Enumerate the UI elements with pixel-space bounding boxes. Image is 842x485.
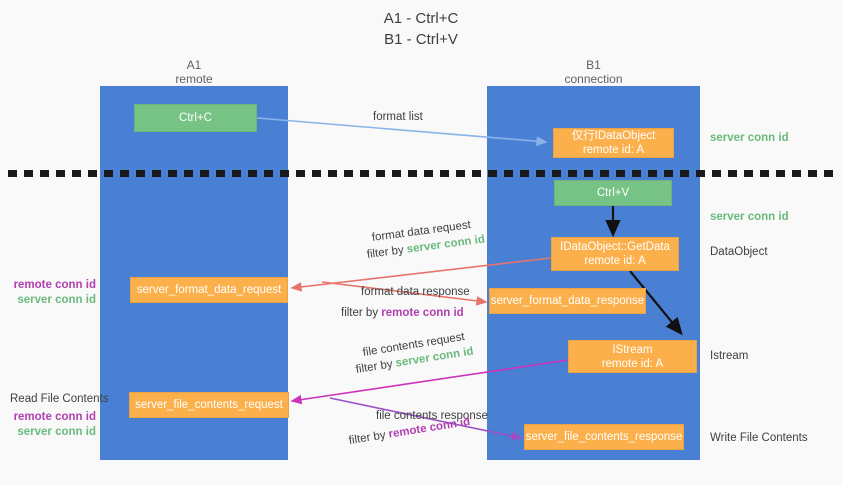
annotation-file-remote-conn-id: remote conn id <box>13 411 96 423</box>
edge-label-format-list: format list <box>373 111 423 123</box>
edge-label-file-contents-response: file contents response <box>376 410 488 422</box>
box-getdata-line2: remote id: A <box>584 255 646 267</box>
box-server-file-contents-request-label: server_file_contents_request <box>135 399 283 411</box>
annotation-file-server-conn-id: server conn id <box>17 426 96 438</box>
box-idataobject[interactable]: 仅行IDataObject remote id: A <box>553 128 674 158</box>
phase-divider <box>8 170 834 177</box>
box-idataobject-line1: 仅行IDataObject <box>571 130 656 142</box>
filter-prefix: filter by <box>354 357 397 376</box>
annotation-server-conn-id-top: server conn id <box>710 132 789 144</box>
annotation-server-conn-id-paste: server conn id <box>710 211 789 223</box>
box-ctrl-v-label: Ctrl+V <box>596 187 630 199</box>
lane-header-b1: B1 connection <box>487 58 700 86</box>
page-title: A1 - Ctrl+C B1 - Ctrl+V <box>0 8 842 50</box>
lane-b1-name: B1 <box>586 58 601 72</box>
filter-prefix: filter by <box>341 307 382 319</box>
lane-b1-role: connection <box>564 72 623 86</box>
box-ctrl-c-label: Ctrl+C <box>179 112 212 124</box>
annotation-file-conn-ids: remote conn id server conn id <box>10 410 96 440</box>
annotation-read-file-contents: Read File Contents <box>10 393 109 405</box>
box-server-format-data-response-label: server_format_data_response <box>490 295 645 307</box>
annotation-format-server-conn-id: server conn id <box>17 294 96 306</box>
annotation-write-file-contents: Write File Contents <box>710 432 808 444</box>
filter-value-remote-conn-id: remote conn id <box>381 307 464 319</box>
annotation-format-conn-ids: remote conn id server conn id <box>10 278 96 308</box>
annotation-dataobject: DataObject <box>710 246 768 258</box>
filter-prefix: filter by <box>366 243 408 261</box>
box-server-file-contents-response[interactable]: server_file_contents_response <box>524 424 684 450</box>
title-line-2: B1 - Ctrl+V <box>384 31 458 48</box>
annotation-format-remote-conn-id: remote conn id <box>13 279 96 291</box>
box-idataobject-getdata[interactable]: IDataObject::GetData remote id: A <box>551 237 679 271</box>
edge-label-format-data-response-filter: filter by remote conn id <box>341 306 464 321</box>
box-server-format-data-request-label: server_format_data_request <box>136 284 282 296</box>
title-line-1: A1 - Ctrl+C <box>383 10 459 27</box>
box-server-file-contents-response-label: server_file_contents_response <box>525 431 683 443</box>
box-idataobject-line2: remote id: A <box>582 144 645 156</box>
lane-header-a1: A1 remote <box>100 58 288 86</box>
box-ctrl-v[interactable]: Ctrl+V <box>554 180 672 206</box>
edge-label-format-data-response: format data response <box>361 286 470 298</box>
lane-a1-role: remote <box>175 72 213 86</box>
box-server-file-contents-request[interactable]: server_file_contents_request <box>129 392 289 418</box>
box-server-format-data-response[interactable]: server_format_data_response <box>489 288 646 314</box>
box-ctrl-c[interactable]: Ctrl+C <box>134 104 257 132</box>
lane-a1-name: A1 <box>186 58 202 72</box>
filter-prefix: filter by <box>347 428 390 447</box>
annotation-istream: Istream <box>710 350 749 362</box>
box-istream-line2: remote id: A <box>601 357 664 370</box>
box-istream[interactable]: IStream remote id: A <box>568 340 697 373</box>
box-server-format-data-request[interactable]: server_format_data_request <box>130 277 288 303</box>
box-istream-line1: IStream <box>612 343 653 356</box>
box-getdata-line1: IDataObject::GetData <box>560 241 670 253</box>
